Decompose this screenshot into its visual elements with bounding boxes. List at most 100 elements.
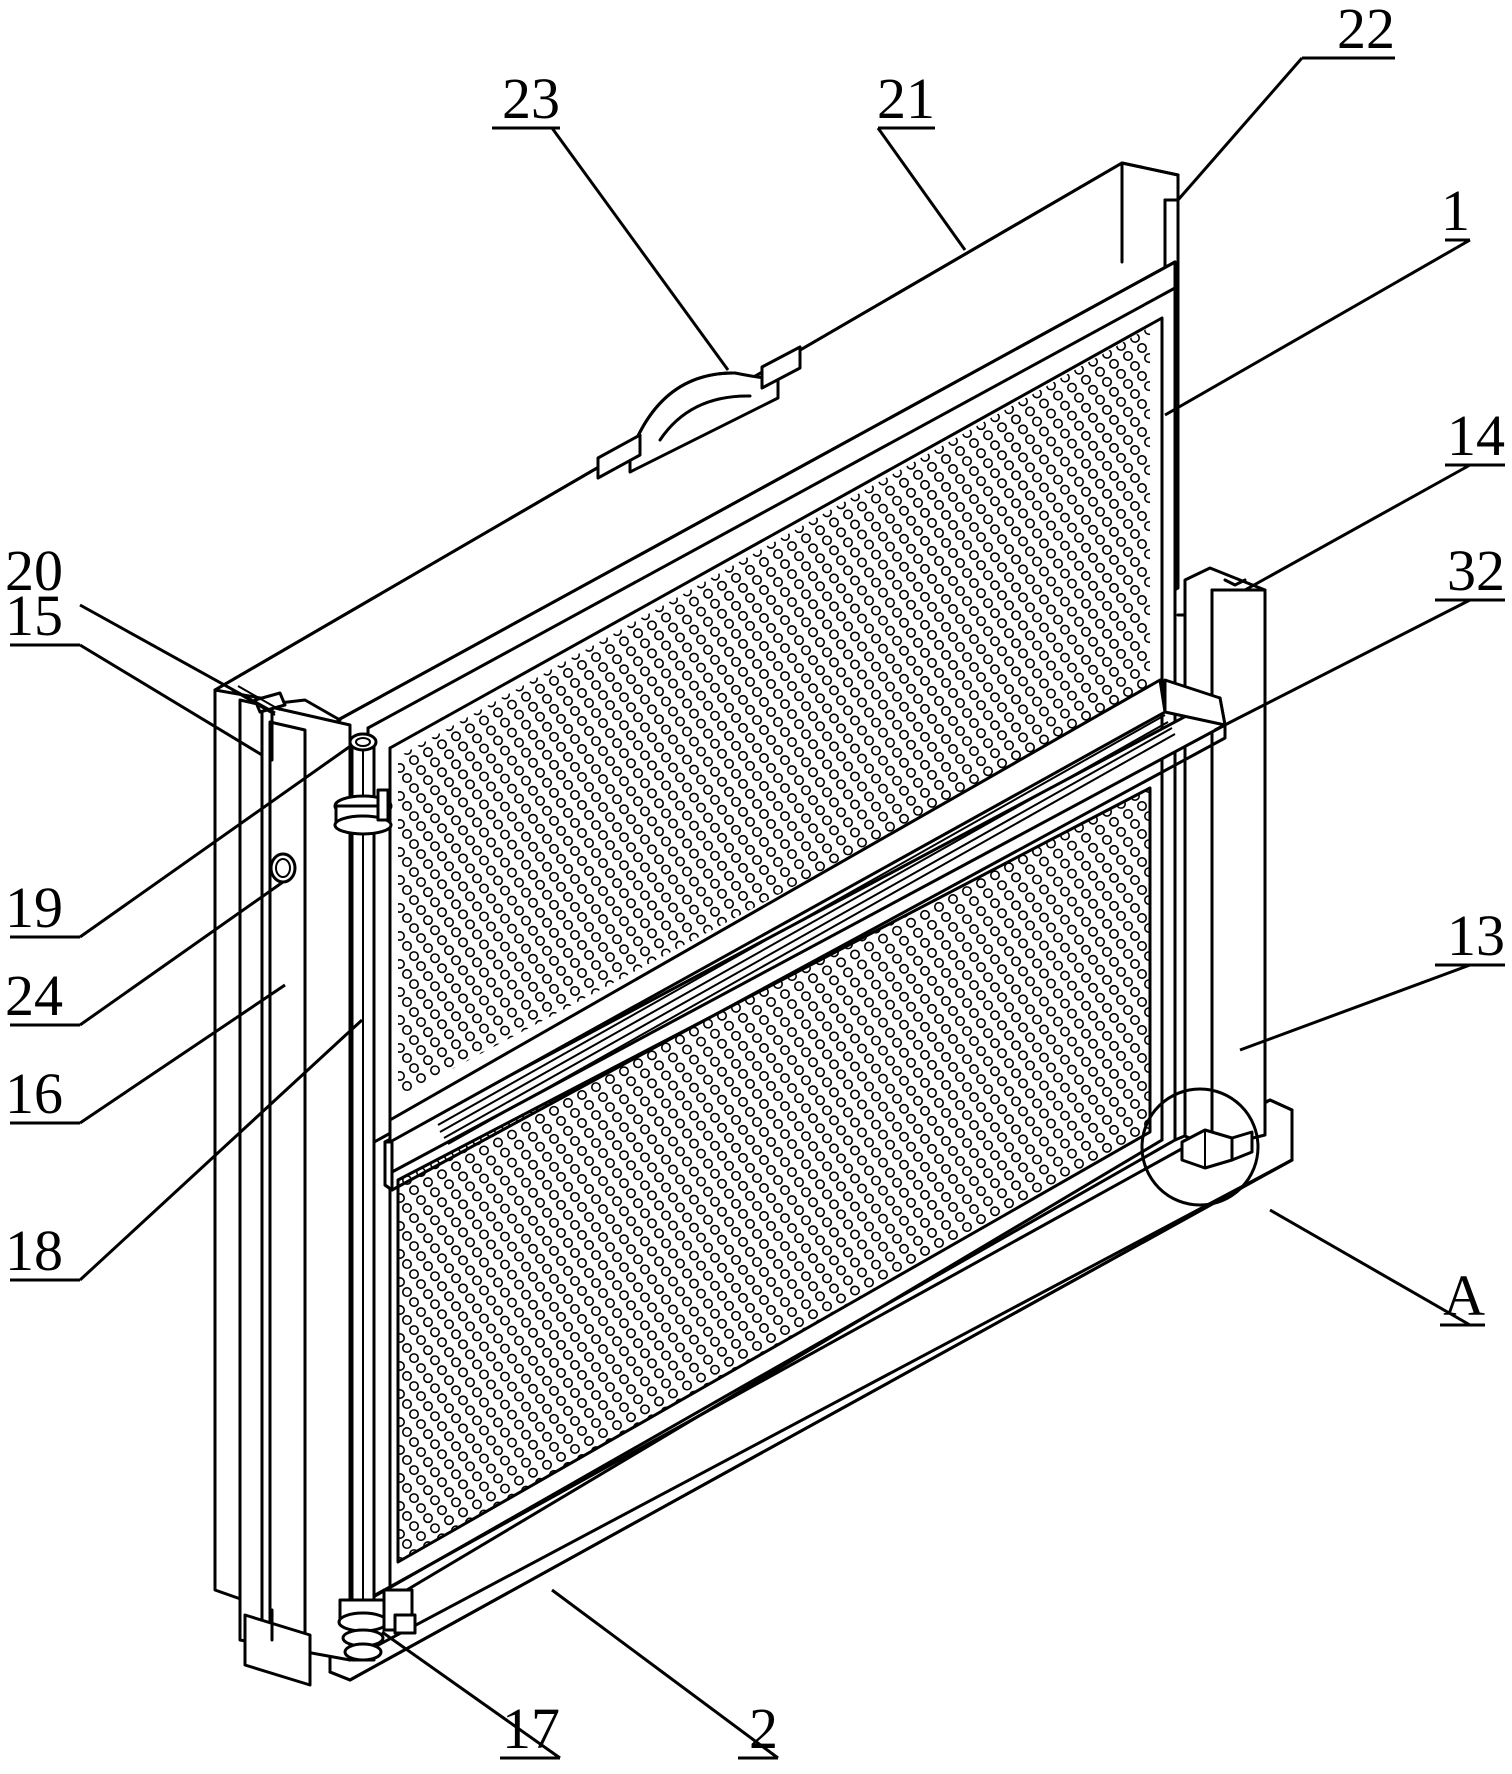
- mesh-hole: [618, 776, 629, 787]
- mesh-hole: [982, 972, 993, 983]
- mesh-hole: [961, 1138, 972, 1149]
- mesh-hole: [1060, 568, 1071, 579]
- mesh-hole: [709, 682, 720, 693]
- mesh-hole: [842, 733, 853, 744]
- mesh-hole: [548, 1441, 559, 1452]
- mesh-hole: [982, 710, 993, 721]
- mesh-hole: [793, 859, 804, 870]
- mesh-hole: [898, 589, 909, 600]
- mesh-hole: [961, 568, 972, 579]
- mesh-hole: [975, 1158, 986, 1169]
- mesh-hole: [618, 1346, 629, 1357]
- mesh-hole: [478, 1257, 489, 1268]
- mesh-hole: [884, 999, 895, 1010]
- mesh-hole: [520, 775, 531, 786]
- mesh-hole: [618, 692, 629, 703]
- mesh-hole: [1109, 816, 1120, 827]
- mesh-hole: [611, 1336, 622, 1347]
- mesh-hole: [905, 1113, 916, 1124]
- mesh-hole: [1053, 502, 1064, 513]
- mesh-hole: [975, 990, 986, 1001]
- mesh-hole: [604, 1382, 615, 1393]
- mesh-hole: [1074, 504, 1085, 515]
- mesh-hole: [548, 1133, 559, 1144]
- mesh-hole: [996, 534, 1007, 545]
- mesh-hole: [751, 658, 762, 669]
- mesh-hole: [667, 1052, 678, 1063]
- mesh-hole: [688, 1110, 699, 1121]
- mesh-hole: [604, 1130, 615, 1141]
- mesh-hole: [398, 930, 405, 941]
- mesh-hole: [1067, 410, 1078, 421]
- mesh-hole: [695, 1036, 706, 1047]
- mesh-hole: [562, 751, 573, 762]
- mesh-hole: [1116, 938, 1127, 949]
- mesh-hole: [1067, 634, 1078, 645]
- mesh-hole: [842, 1275, 853, 1286]
- mesh-hole: [1017, 1022, 1028, 1033]
- mesh-hole: [597, 1400, 608, 1411]
- mesh-hole: [506, 755, 517, 766]
- mesh-hole: [702, 1270, 713, 1281]
- mesh-hole: [982, 1112, 993, 1123]
- mesh-hole: [1053, 530, 1064, 541]
- mesh-hole: [1137, 679, 1148, 690]
- mesh-hole: [744, 1274, 755, 1285]
- mesh-hole: [982, 1140, 993, 1151]
- mesh-hole: [849, 799, 860, 810]
- mesh-hole: [534, 1337, 545, 1348]
- mesh-hole: [989, 440, 1000, 451]
- mesh-hole: [772, 745, 783, 756]
- mesh-hole: [954, 1072, 965, 1083]
- mesh-hole: [1095, 702, 1106, 713]
- mesh-hole: [982, 682, 993, 693]
- mesh-hole: [429, 1215, 440, 1226]
- mesh-hole: [926, 713, 937, 724]
- mesh-hole: [401, 773, 412, 784]
- mesh-hole: [877, 615, 888, 626]
- mesh-hole: [863, 679, 874, 690]
- mesh-hole: [478, 1201, 489, 1212]
- mesh-hole: [590, 1194, 601, 1205]
- mesh-hole: [835, 1265, 846, 1276]
- mesh-hole: [786, 999, 797, 1010]
- mesh-hole: [401, 969, 412, 980]
- mesh-hole: [961, 708, 972, 719]
- mesh-hole: [604, 840, 615, 851]
- mesh-hole: [499, 1483, 510, 1494]
- mesh-hole: [1003, 516, 1014, 527]
- mesh-hole: [926, 461, 937, 472]
- mesh-hole: [401, 1081, 412, 1092]
- mesh-hole: [947, 492, 958, 503]
- mesh-hole: [737, 750, 748, 761]
- mesh-hole: [548, 1105, 559, 1116]
- mesh-hole: [1053, 1072, 1064, 1083]
- mesh-hole: [779, 559, 790, 570]
- mesh-hole: [548, 731, 559, 742]
- mesh-hole: [723, 1048, 734, 1059]
- mesh-hole: [1074, 1018, 1085, 1029]
- mesh-hole: [919, 965, 930, 976]
- mesh-hole: [933, 723, 944, 734]
- mesh-hole: [835, 807, 846, 818]
- mesh-hole: [1123, 518, 1134, 529]
- mesh-hole: [716, 832, 727, 843]
- mesh-hole: [513, 1279, 524, 1290]
- mesh-hole: [1074, 616, 1085, 627]
- mesh-hole: [968, 1204, 979, 1215]
- mesh-hole: [772, 549, 783, 560]
- mesh-hole: [464, 751, 475, 762]
- mesh-hole: [751, 1172, 762, 1183]
- mesh-hole: [786, 737, 797, 748]
- mesh-hole: [926, 573, 937, 584]
- mesh-hole: [436, 1047, 447, 1058]
- mesh-hole: [1081, 598, 1092, 609]
- mesh-hole: [1123, 686, 1134, 697]
- mesh-hole: [1067, 1092, 1078, 1103]
- mesh-hole: [807, 571, 818, 582]
- mesh-hole: [1081, 832, 1092, 843]
- mesh-hole: [961, 970, 972, 981]
- mesh-hole: [877, 1101, 888, 1112]
- mesh-hole: [1116, 452, 1127, 463]
- mesh-hole: [1017, 1190, 1028, 1201]
